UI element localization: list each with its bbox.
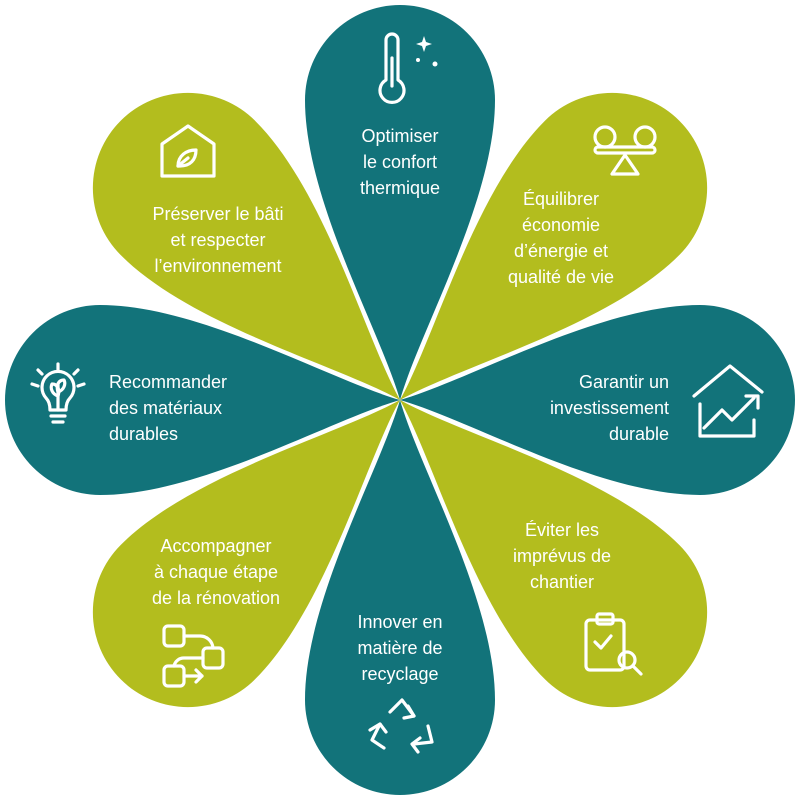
petal-bottom-left: [92, 400, 400, 708]
petal-label-line: Équilibrer: [523, 189, 599, 209]
petal-label-bottom-right: Éviter les imprévus de chantier: [513, 520, 611, 592]
petal-label-line: thermique: [360, 178, 440, 198]
petal-label-top-right: Équilibrer économie d’énergie et qualité de…: [508, 189, 614, 287]
petal-label-bottom: Innover en matière de recyclage: [357, 612, 442, 684]
petal-label-line: qualité de vie: [508, 267, 614, 287]
petal-top-left: [92, 92, 400, 400]
petal-label-line: d’énergie et: [514, 241, 608, 261]
workflow-icon: [162, 624, 225, 688]
eco-house-icon: [160, 124, 216, 178]
petal-label-line: Recommander: [109, 372, 227, 392]
petal-label-top: Optimiser le confort thermique: [360, 126, 440, 198]
petal-label-line: Éviter les: [525, 520, 599, 540]
house-growth-icon: [692, 364, 764, 438]
petal-label-line: investissement: [550, 398, 669, 418]
petal-label-line: l’environnement: [154, 256, 281, 276]
petal-top-right: [400, 92, 708, 400]
petal-label-line: chantier: [530, 572, 594, 592]
petal-label-line: durables: [109, 424, 178, 444]
petal-label-left: Recommander des matériaux durables: [109, 372, 227, 444]
eco-bulb-icon: [30, 362, 86, 424]
petal-label-bottom-left: Accompagner à chaque étape de la rénovatio…: [152, 536, 280, 608]
petal-right: [400, 305, 795, 495]
petal-top: [305, 5, 495, 400]
petal-label-line: le confort: [363, 152, 437, 172]
petal-label-line: économie: [522, 215, 600, 235]
petal-label-line: recyclage: [361, 664, 438, 684]
petal-label-line: Innover en: [357, 612, 442, 632]
petal-bottom-right: [400, 400, 708, 708]
petal-label-right: Garantir un investissement durable: [550, 372, 669, 444]
thermometer-icon: [378, 32, 438, 104]
clipboard-search-icon: [584, 612, 643, 676]
petal-label-line: Optimiser: [361, 126, 438, 146]
petal-label-line: des matériaux: [109, 398, 222, 418]
petal-label-line: à chaque étape: [154, 562, 278, 582]
petal-label-line: Préserver le bâti: [152, 204, 283, 224]
petals-layer: [5, 5, 795, 795]
petal-label-line: imprévus de: [513, 546, 611, 566]
petal-label-line: matière de: [357, 638, 442, 658]
petal-bottom: [305, 400, 495, 795]
petal-label-top-left: Préserver le bâti et respecter l’environne…: [152, 204, 283, 276]
petal-label-line: Accompagner: [160, 536, 271, 556]
recycle-icon: [368, 698, 434, 754]
petal-label-line: Garantir un: [579, 372, 669, 392]
labels-layer: Optimiser le confort thermique Équilibrer é…: [109, 126, 669, 684]
petal-left: [5, 305, 400, 495]
petal-label-line: durable: [609, 424, 669, 444]
petal-label-line: et respecter: [170, 230, 265, 250]
petal-label-line: de la rénovation: [152, 588, 280, 608]
balance-icon: [593, 125, 657, 176]
